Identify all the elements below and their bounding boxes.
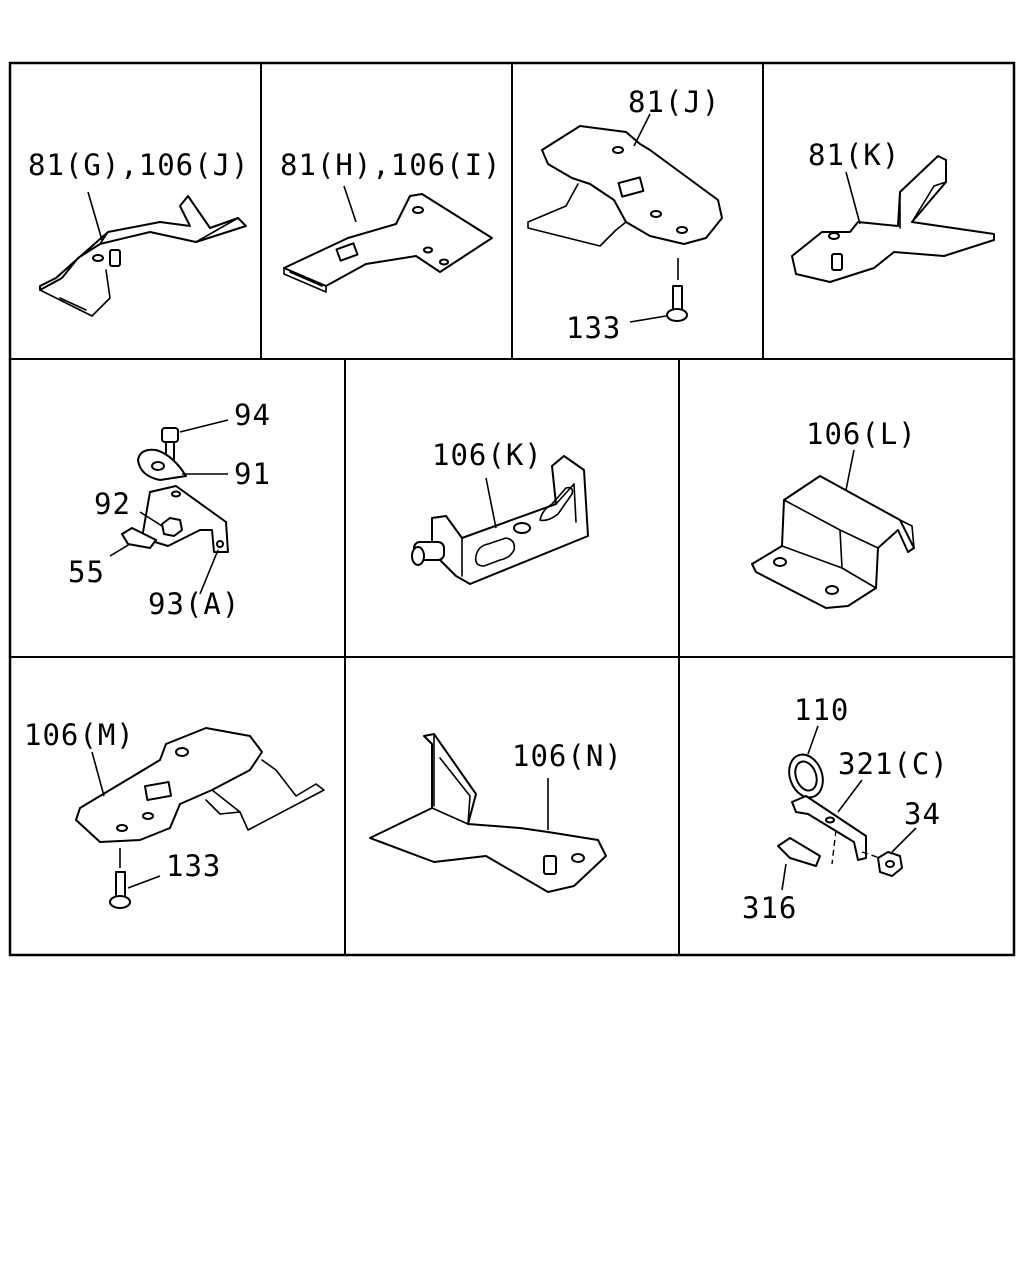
leader-92: [139, 511, 163, 527]
label-p4: 81(K): [808, 138, 900, 172]
hole: [571, 853, 585, 863]
hole: [92, 254, 104, 262]
label-110: 110: [794, 693, 849, 727]
label-p3-screw: 133: [566, 311, 621, 345]
label-321c: 321(C): [838, 747, 949, 781]
label-94: 94: [234, 398, 271, 432]
hole: [116, 824, 128, 832]
label-316: 316: [742, 891, 797, 925]
label-p2: 81(H),106(I): [280, 148, 502, 182]
panel-clip-assembly-93a: 94 91 92 55 93(A): [68, 398, 271, 621]
panel-bracket-106k: 106(K): [411, 438, 589, 585]
hole: [175, 747, 189, 757]
hole: [412, 206, 424, 214]
bracket-81h: [283, 193, 493, 287]
hole: [513, 522, 531, 534]
leader-p3-screw: [629, 315, 667, 323]
stud: [543, 855, 557, 875]
label-p9: 106(N): [512, 739, 623, 773]
panel-grid: [10, 63, 1014, 955]
hole: [650, 210, 662, 218]
bracket-106k: [431, 455, 589, 585]
panel-bracket-81j: 81(J) 133: [527, 85, 723, 345]
hole: [828, 232, 840, 240]
leader-34: [891, 827, 917, 853]
label-92: 92: [94, 487, 131, 521]
bolt-94-head: [161, 427, 179, 443]
panel-bracket-106l: 106(L): [751, 417, 917, 609]
leader-p3: [633, 113, 651, 147]
label-34: 34: [904, 797, 941, 831]
hole: [773, 557, 787, 567]
hole: [216, 540, 224, 548]
panel-bracket-81k: 81(K): [791, 138, 995, 283]
leader-93a: [199, 549, 219, 595]
bolt-55: [121, 527, 157, 549]
label-p3-part: 81(J): [628, 85, 720, 119]
panel-bracket-81h-106i: 81(H),106(I): [280, 148, 502, 293]
screw-head: [109, 895, 131, 909]
nut-92: [161, 517, 183, 537]
leader-p2: [343, 185, 357, 223]
bracket-106n: [369, 733, 607, 893]
bracket-81g: [39, 195, 247, 291]
panel-clamp-assembly: 110 321(C) 34 316: [742, 693, 949, 925]
leader-p7: [845, 449, 855, 491]
hole: [142, 812, 154, 820]
hole: [171, 490, 181, 498]
leader-110: [807, 725, 819, 755]
bolt-316: [777, 837, 821, 867]
label-p7: 106(L): [806, 417, 917, 451]
label-p8-part: 106(M): [24, 718, 135, 752]
screw-133: [115, 871, 126, 899]
stud: [831, 253, 843, 271]
hole: [676, 226, 688, 234]
label-p8-screw: 133: [166, 849, 221, 883]
leader-316: [781, 863, 787, 891]
panel-bracket-81g-106j: 81(G),106(J): [28, 148, 250, 317]
label-55: 55: [68, 555, 105, 589]
hole: [825, 585, 839, 595]
label-91: 91: [234, 457, 271, 491]
bracket-106l: [751, 475, 915, 609]
panel-bracket-106n: 106(N): [369, 733, 623, 893]
label-p6: 106(K): [432, 438, 543, 472]
stud: [109, 249, 121, 267]
hole: [439, 258, 449, 266]
hole: [825, 816, 835, 824]
leader-321c: [837, 779, 863, 813]
bracket-81k: [791, 155, 995, 283]
leader-p8-screw: [127, 875, 161, 889]
hole: [423, 246, 433, 254]
square-pad: [617, 176, 645, 198]
leader-p8: [91, 751, 105, 797]
screw-head: [666, 308, 688, 322]
bracket-321c: [791, 795, 867, 861]
square-pad: [143, 781, 173, 801]
leader-p4: [845, 171, 861, 225]
hole: [612, 146, 624, 154]
panel-bracket-106m: 106(M) 133: [24, 718, 325, 909]
leader-p6: [485, 477, 497, 529]
label-93a: 93(A): [148, 587, 240, 621]
leader-p1: [87, 191, 103, 241]
square-pad: [335, 242, 359, 262]
label-p1: 81(G),106(J): [28, 148, 250, 182]
leader-55: [109, 543, 131, 557]
screw-133: [672, 285, 683, 311]
leader-94: [179, 419, 229, 433]
